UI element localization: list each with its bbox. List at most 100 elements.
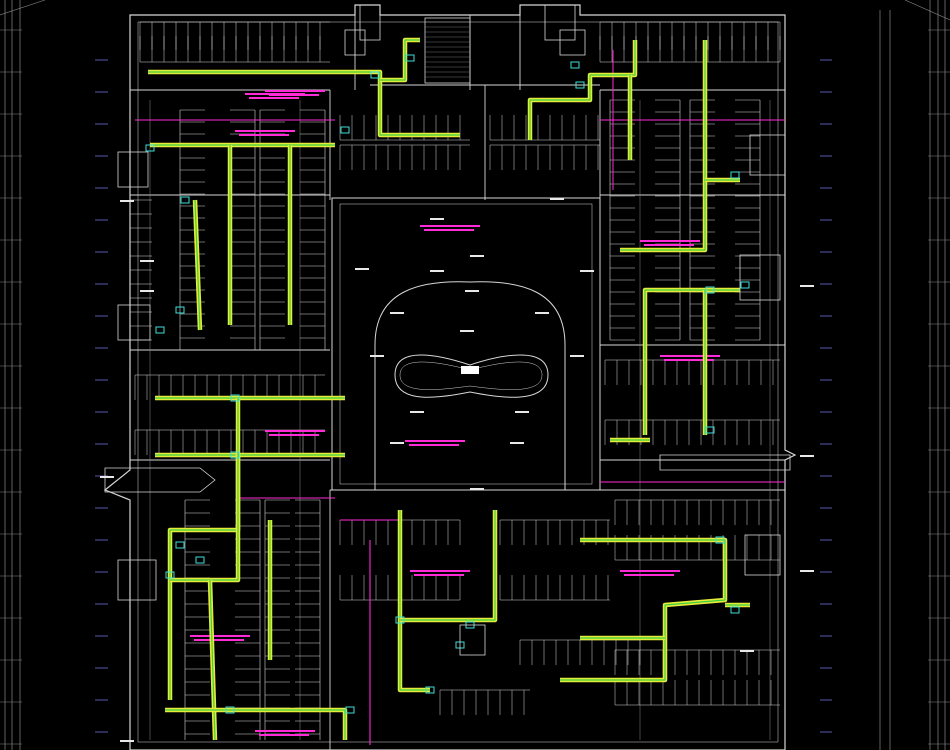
duct-branch-core (170, 455, 239, 581)
annotation-mark (470, 488, 484, 490)
fan-room (117, 304, 151, 341)
zone-lines (135, 50, 785, 745)
main-duct-east-core (644, 289, 740, 435)
annotation-mark (570, 355, 584, 357)
fan-unit (230, 451, 240, 459)
zone-label-line (660, 355, 720, 357)
zone-label-line (664, 359, 714, 361)
annotation-mark (460, 330, 474, 332)
fan-room (559, 29, 586, 56)
zone-label-line (269, 434, 319, 436)
annotation-mark (430, 270, 444, 272)
fan-unit (180, 196, 190, 204)
fan-unit (715, 536, 725, 544)
duct-south-core (165, 709, 346, 740)
annotation-mark (100, 476, 114, 478)
fan-unit (370, 71, 380, 79)
annotation-mark (430, 218, 444, 220)
fan-unit (570, 61, 580, 69)
zone-label-line (644, 244, 694, 246)
fan-unit (195, 556, 205, 564)
fan-room (749, 134, 786, 176)
zone-label-line (410, 570, 470, 572)
main-duct-northeast-core (529, 40, 636, 140)
duct-branch-core (400, 510, 496, 621)
main-duct-southeast-core (560, 539, 726, 681)
fan-unit (165, 571, 175, 579)
annotation-mark (140, 290, 154, 292)
annotation-mark (800, 570, 814, 572)
annotation-mark (800, 285, 814, 287)
zone-label-line (194, 639, 244, 641)
fan-unit (730, 171, 740, 179)
fan-unit (405, 54, 415, 62)
annotation-mark (120, 740, 134, 742)
fan-unit (425, 686, 435, 694)
zone-label-line (640, 240, 700, 242)
main-duct-southeast (560, 537, 728, 683)
zone-label-line (269, 94, 319, 96)
zone-label-line (239, 134, 289, 136)
zone-label-line (265, 90, 325, 92)
fan-unit (155, 326, 165, 334)
zone-label-line (235, 130, 295, 132)
annotation-mark (370, 355, 384, 357)
fan-unit (145, 144, 155, 152)
parking-stalls (129, 21, 781, 740)
annotation-mark (390, 442, 404, 444)
annotation-mark (410, 411, 424, 413)
duct-branch-core (380, 39, 420, 81)
fan-unit (230, 394, 240, 402)
ramp-marker (461, 366, 479, 374)
fan-unit (340, 126, 350, 134)
fan-unit (740, 281, 750, 289)
fan-unit (730, 606, 740, 614)
zone-label-line (409, 444, 459, 446)
ramp-loop-inner (399, 361, 543, 390)
ramp-loop (394, 354, 549, 398)
main-duct-east (642, 287, 740, 435)
annotation-mark (515, 411, 529, 413)
stair-core (424, 17, 471, 84)
fan-unit (705, 426, 715, 434)
duct-branch-core (620, 40, 706, 251)
annotation-marks (100, 198, 814, 742)
annotation-mark (510, 442, 524, 444)
central-court (331, 197, 601, 491)
building-outline (103, 4, 797, 750)
duct-branch (400, 510, 498, 623)
inner-outline (137, 21, 779, 743)
zone-label-line (255, 730, 315, 732)
ramp-outline (374, 281, 566, 490)
duct-riser-south-core (399, 510, 430, 691)
grid-diagonal (904, 0, 950, 21)
annotation-mark (550, 198, 564, 200)
duct-branch-core (209, 579, 216, 741)
fan-room (117, 559, 157, 601)
annotation-mark (800, 455, 814, 457)
fan-room (739, 254, 781, 301)
zone-label-line (424, 229, 474, 231)
duct-riser-west-core (169, 398, 239, 700)
main-duct-north (148, 69, 460, 138)
zone-label-line (190, 635, 250, 637)
zone-label-line (259, 734, 309, 736)
exit-ramp (659, 454, 791, 471)
duct-branch-core (194, 199, 201, 331)
annotation-mark (580, 270, 594, 272)
annotation-mark (470, 255, 484, 257)
duct-south (165, 707, 348, 740)
fan-room (344, 29, 366, 56)
stair-core (359, 4, 381, 41)
fan-unit (225, 706, 235, 714)
ventilation-equipment (117, 29, 786, 714)
entrance-ramp (104, 467, 216, 493)
fan-unit (395, 616, 405, 624)
fan-room (459, 624, 486, 656)
annotation-mark (465, 290, 479, 292)
central-court-inner (339, 203, 593, 485)
zone-label-line (405, 440, 465, 442)
fan-unit (705, 286, 715, 294)
fan-room (744, 534, 781, 576)
